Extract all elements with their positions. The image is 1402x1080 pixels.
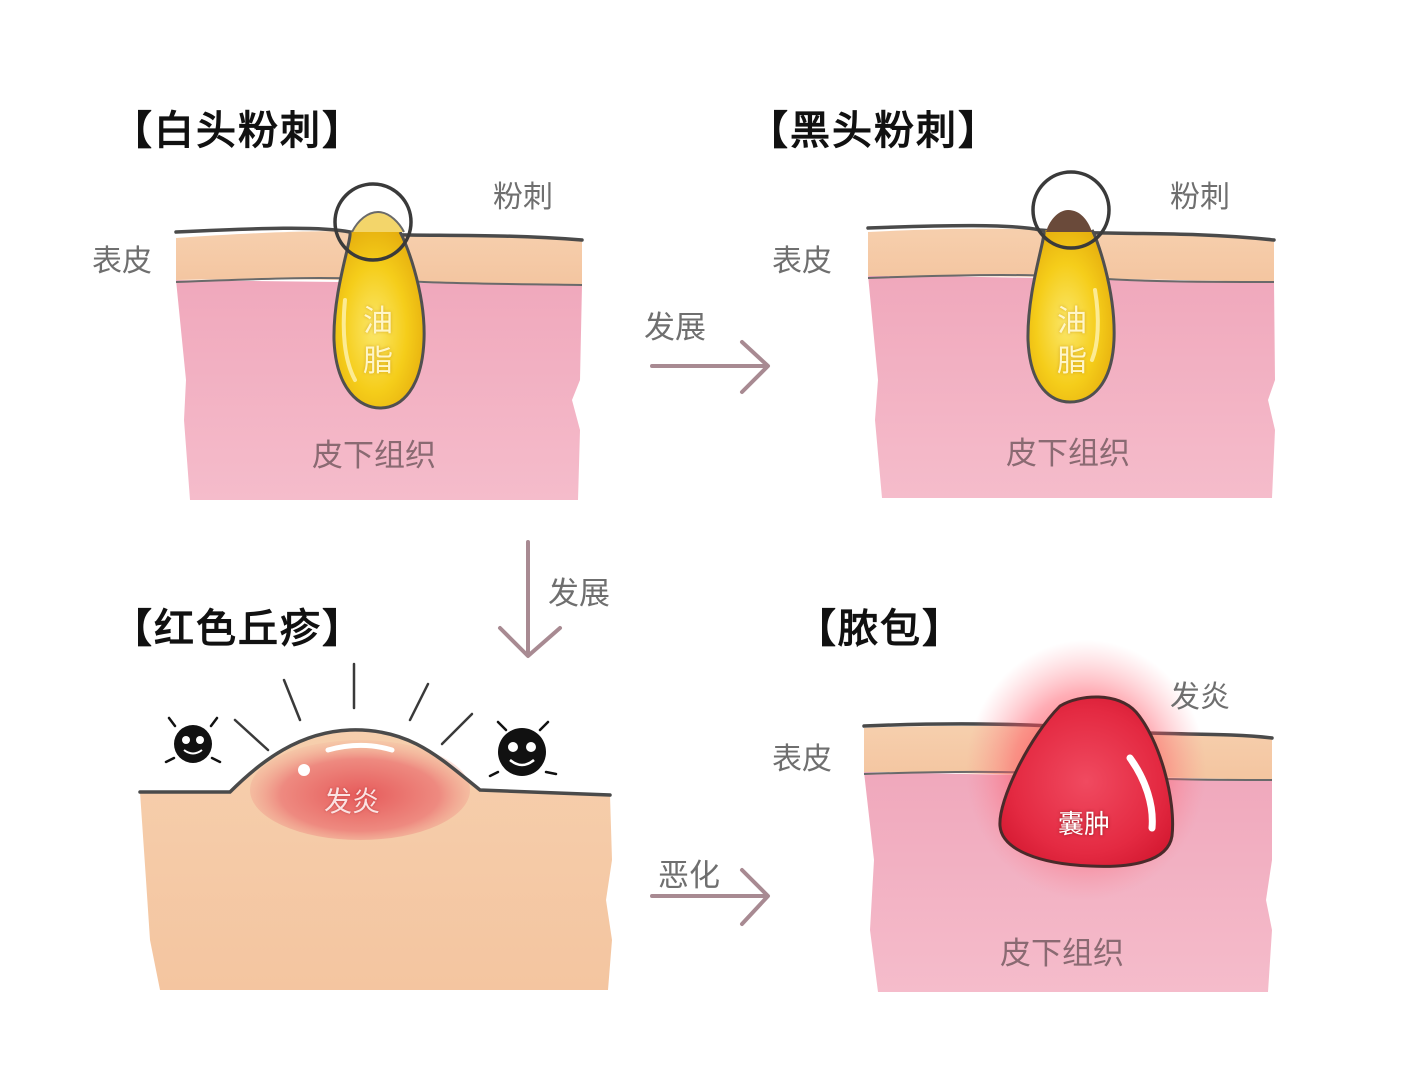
blackhead-tissue-label: 皮下组织	[1006, 436, 1130, 472]
pustule-cyst-label: 囊肿	[1058, 810, 1111, 840]
blackhead-sebum-label: 油脂	[1057, 304, 1087, 379]
pustule-title: 【脓包】	[796, 606, 964, 652]
blackhead-epidermis-label: 表皮	[772, 244, 832, 279]
whitehead-skin-block	[174, 182, 584, 500]
blackhead-comedo-label: 粉刺	[1170, 180, 1230, 215]
pustule-skin-block	[862, 640, 1274, 992]
whitehead-epidermis-label: 表皮	[92, 244, 152, 279]
blackhead-title: 【黑头粉刺】	[748, 108, 1000, 154]
arrow-right-top-icon	[650, 340, 770, 394]
whitehead-highlight-circle	[333, 182, 413, 262]
bacteria-right-icon	[488, 720, 558, 778]
whitehead-bump	[351, 210, 405, 233]
arrow-down-icon	[498, 540, 562, 658]
blackhead-shine	[1090, 288, 1100, 362]
pustule-tissue-label: 皮下组织	[1000, 936, 1124, 972]
papule-title: 【红色丘疹】	[112, 606, 364, 652]
whitehead-tissue-label: 皮下组织	[312, 438, 436, 474]
arrow-right-bottom-label: 恶化	[658, 858, 720, 894]
whitehead-shine	[341, 298, 357, 382]
papule-shine-dot	[298, 764, 310, 776]
blackhead-plug	[1046, 210, 1092, 232]
whitehead-title: 【白头粉刺】	[112, 108, 364, 154]
whitehead-follicle	[332, 231, 426, 410]
radiating-line-1	[233, 718, 270, 752]
pustule-shine	[1126, 754, 1156, 832]
pustule-cyst	[998, 695, 1175, 868]
papule-skin-block	[138, 662, 612, 990]
arrow-right-top-label: 发展	[644, 310, 706, 346]
radiating-line-5	[440, 712, 474, 746]
papule-inflammation-label: 发炎	[324, 785, 381, 818]
papule-surface-line	[138, 728, 612, 797]
papule-shine	[325, 743, 395, 753]
pustule-epidermis-label: 表皮	[772, 742, 832, 777]
arrow-right-bottom-icon	[650, 868, 770, 926]
whitehead-sebum-label: 油脂	[363, 304, 393, 379]
radiating-line-2	[282, 678, 302, 722]
blackhead-skin-block	[866, 170, 1276, 498]
radiating-line-4	[408, 682, 430, 722]
whitehead-comedo-label: 粉刺	[493, 180, 553, 215]
blackhead-highlight-circle	[1031, 170, 1111, 250]
pustule-inflammation-label: 发炎	[1170, 680, 1230, 715]
bacteria-left-icon	[164, 716, 222, 764]
arrow-down-label: 发展	[548, 576, 610, 612]
